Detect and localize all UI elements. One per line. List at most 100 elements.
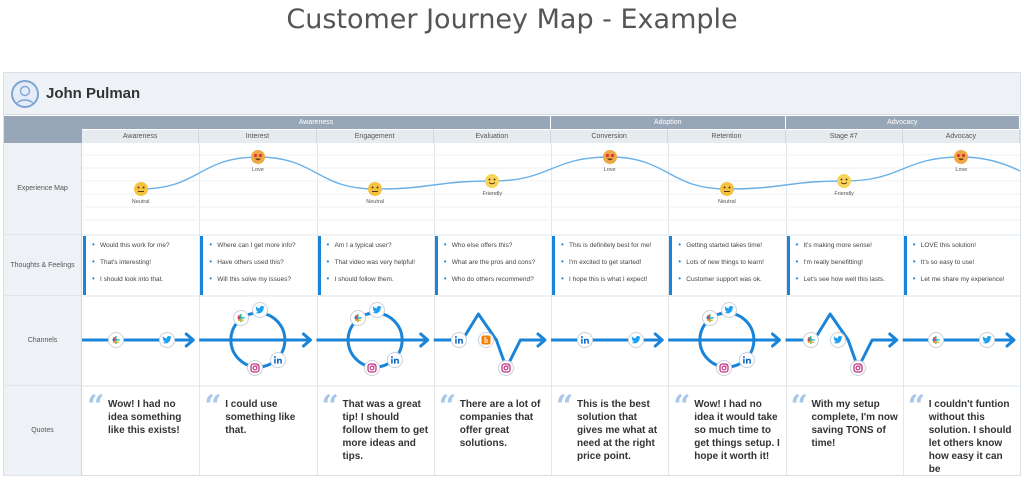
quote-text: Wow! I had no idea it would take so much… — [694, 399, 780, 462]
slack-icon — [350, 310, 367, 326]
thought-item: Who else offers this? — [444, 241, 547, 250]
thought-item: Let me share my experience! — [913, 275, 1016, 284]
quote-mark-icon: “ — [321, 389, 339, 424]
stage-header: Stage #7 — [785, 129, 903, 143]
flow-arrow — [302, 332, 312, 348]
user-avatar-icon — [11, 80, 39, 108]
quote-mark-icon: “ — [87, 389, 105, 424]
quote-mark-icon: “ — [673, 389, 691, 424]
instagram-icon — [715, 360, 732, 376]
mood-label: Neutral — [131, 199, 150, 205]
quote-mark-icon: “ — [907, 389, 926, 424]
column-divider — [316, 143, 318, 475]
mood-face-icon — [837, 174, 852, 188]
thought-item: Who do others recommend? — [444, 275, 547, 284]
linkedin-icon — [269, 352, 286, 368]
quote-mark-icon: “ — [204, 389, 222, 424]
quote-text: I could use something like that. — [225, 399, 296, 436]
flow-arrow — [771, 332, 781, 348]
thought-item: Let's see how well this lasts. — [796, 275, 899, 284]
column-divider — [668, 143, 670, 475]
thought-item: Lots of new things to learn! — [678, 258, 781, 267]
stage-header: Conversion — [551, 129, 669, 143]
thought-item: It's so easy to use! — [913, 258, 1016, 267]
quote-cell: “With my setup complete, I'm now saving … — [786, 386, 903, 474]
mood-label: Friendly — [834, 191, 854, 197]
flow-arrow — [184, 332, 195, 348]
twitter-icon — [369, 302, 386, 318]
column-divider — [902, 143, 904, 475]
thought-item: I'm excited to get started! — [561, 258, 664, 267]
linkedin-icon — [738, 352, 755, 368]
flow-arrow — [888, 332, 899, 348]
column-divider — [551, 143, 552, 475]
instagram-icon — [850, 360, 867, 376]
thought-item: Am I a typical user? — [327, 241, 430, 250]
stage-header: Interest — [199, 129, 317, 143]
instagram-icon — [364, 360, 381, 376]
twitter-icon — [979, 332, 996, 348]
thought-item: That's interesting! — [92, 258, 195, 267]
quote-text: This is the best solution that gives me … — [577, 399, 658, 462]
stage-header: Evaluation — [433, 129, 551, 143]
quote-text: That was a great tip! I should follow th… — [342, 399, 429, 462]
mood-face-icon — [368, 182, 383, 196]
mood-face-icon — [133, 182, 148, 196]
thought-item: This is definitely best for me! — [561, 241, 664, 250]
stage-header: Awareness — [82, 129, 200, 143]
row-label-quotes: Quotes — [4, 386, 82, 476]
slack-icon — [107, 332, 124, 348]
quote-mark-icon: “ — [790, 389, 808, 424]
quote-text: With my setup complete, I'm now saving T… — [811, 399, 898, 449]
twitter-icon — [627, 332, 644, 348]
twitter-icon — [158, 332, 175, 348]
mood-label: Friendly — [482, 191, 503, 197]
slack-icon — [803, 332, 820, 348]
thoughts-cell: Getting started takes time! Lots of new t… — [669, 236, 784, 295]
thoughts-cell: It's making more sense!I'm really benefi… — [786, 236, 901, 295]
linkedin-icon — [451, 332, 468, 348]
row-label-thoughts: Thoughts & Feelings — [4, 235, 82, 296]
linkedin-icon — [576, 332, 593, 348]
journey-map: John Pulman Experience Map Thoughts & Fe… — [3, 72, 1021, 476]
thought-item: That video was very helpful! — [327, 258, 430, 267]
instagram-icon — [498, 360, 515, 376]
flow-arrow — [1005, 332, 1016, 348]
mood-label: Love — [603, 167, 616, 173]
row-label-channels: Channels — [4, 296, 82, 386]
experience-curve — [140, 156, 1020, 190]
quote-cell: “There are a lot of companies that offer… — [434, 386, 551, 474]
thoughts-cell: Am I a typical user? That video was very … — [317, 236, 432, 295]
flow-arrow — [419, 332, 430, 348]
header-corner — [4, 116, 82, 143]
mood-label: Neutral — [366, 199, 384, 205]
mood-face-icon — [719, 182, 734, 196]
persona-header: John Pulman — [4, 73, 1020, 115]
thought-item: Have others used this? — [209, 258, 312, 267]
twitter-icon — [720, 302, 737, 318]
thoughts-cell: Where can I get more info?Have others us… — [200, 236, 315, 295]
stage-header: Retention — [668, 129, 786, 143]
thought-item: What are the pros and cons? — [444, 258, 547, 267]
thoughts-cell: Who else offers this? What are the pros a… — [434, 236, 549, 295]
mood-label: Love — [251, 167, 264, 173]
quote-cell: “That was a great tip! I should follow t… — [317, 386, 434, 474]
slack-icon — [232, 310, 249, 326]
quote-text: There are a lot of companies that offer … — [459, 399, 541, 449]
slack-icon — [701, 310, 718, 326]
thought-item: I should follow them. — [327, 275, 430, 284]
phase-header: Advocacy — [785, 116, 1020, 129]
blogger-icon — [478, 332, 495, 348]
mood-face-icon — [250, 150, 265, 164]
thought-item: Getting started takes time! — [678, 241, 781, 250]
mood-label: Love — [955, 167, 968, 173]
column-divider — [785, 143, 787, 475]
mood-face-icon — [602, 150, 617, 164]
thoughts-cell: LOVE this solution!It's so easy to use!L… — [903, 236, 1018, 295]
flow-arrow — [536, 332, 547, 348]
flow-arrow — [653, 332, 664, 348]
thought-item: I hope this is what I expect! — [561, 275, 664, 284]
thought-item: Customer support was ok. — [678, 275, 781, 284]
mood-face-icon — [954, 150, 969, 164]
thought-item: Would this work for me? — [92, 241, 195, 250]
